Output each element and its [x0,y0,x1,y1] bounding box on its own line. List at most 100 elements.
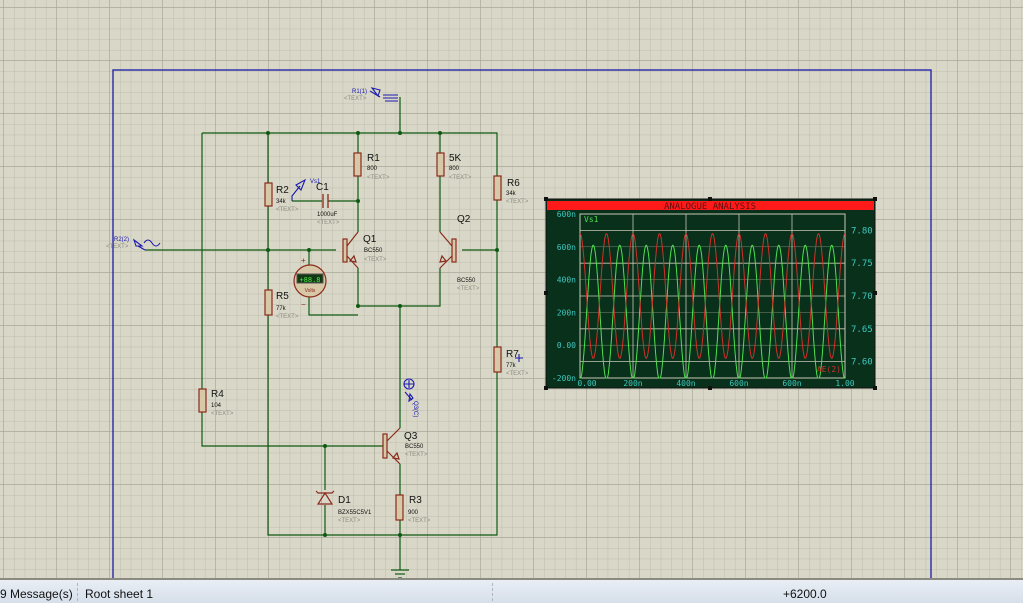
r2-text: <TEXT> [276,207,299,213]
d1-ref: D1 [338,495,351,506]
graph-handles[interactable] [544,197,877,390]
c1-text: <TEXT> [317,220,340,226]
resistor-r3[interactable] [395,494,404,521]
generator-icon [132,238,161,251]
q2-text: <TEXT> [457,286,480,292]
vs1-label: Vs1 [310,179,321,185]
x-tick-label: 600n [782,379,801,388]
analogue-analysis-graph[interactable]: ANALOGUE ANALYSIS 7.807.757.707.657.6060… [544,197,877,390]
q1-value: BC550 [364,248,383,254]
r6-value: 34k [506,191,517,197]
left-tick-label: 400n [557,276,576,285]
transistor-q2[interactable] [439,231,457,269]
r4-text: <TEXT> [211,411,234,417]
status-divider [492,583,493,601]
schematic-canvas[interactable]: +88.8 Volts + − R1 R2 R3 R4 R5 R6 R7 5K … [0,0,1023,578]
resistor-r5[interactable] [264,289,273,316]
current-sheet: Root sheet 1 [85,587,154,601]
r7-text: <TEXT> [506,371,529,377]
series-line-ae2 [579,233,846,359]
cursor-cross-icon [515,354,523,362]
r2-ref: R2 [276,185,289,196]
x-tick-label: 400n [676,379,695,388]
r3-ref: R3 [409,495,422,506]
left-tick-label: 200n [557,308,576,317]
r7-ref: R7 [506,349,519,360]
junctions [266,131,499,537]
capacitor-c1[interactable] [322,194,329,208]
resistor-r4[interactable] [198,388,207,413]
resistor-r6[interactable] [493,175,502,201]
left-tick-label: 600n [557,210,576,219]
x-tick-label: 600n [729,379,748,388]
graph-title-bar [547,201,874,210]
d1-value: BZX55C5V1 [338,510,372,516]
r4-ref: R4 [211,389,224,400]
voltmeter-unit: Volts [305,288,316,294]
q1-text: <TEXT> [364,257,387,263]
r1-value: 800 [367,166,378,172]
r2-2-text: <TEXT> [106,244,129,250]
x-tick-label: 0.00 [577,379,596,388]
r1-1-text: <TEXT> [344,96,367,102]
right-tick-label: 7.80 [851,226,873,236]
q1-ref: Q1 [363,234,377,245]
r6-ref: R6 [507,178,520,189]
r1-1-label: R1(1) [352,89,367,95]
ground-icon [391,569,409,578]
r5-ref: R5 [276,291,289,302]
5k-text: <TEXT> [449,175,472,181]
r1-text: <TEXT> [367,175,390,181]
right-tick-label: 7.75 [851,259,873,269]
graph-background [545,198,876,389]
r2-value: 34k [276,199,287,205]
coordinate-readout: +6200.0 [783,587,827,601]
r3-value: 900 [408,510,419,516]
resistor-5k[interactable] [436,152,445,177]
q3-value: BC550 [405,444,424,450]
r5-value: 77k [276,306,287,312]
r1-ref: R1 [367,153,380,164]
probes[interactable] [132,87,523,403]
r4-value: 104 [211,403,222,409]
right-tick-label: 7.65 [851,325,873,335]
q3c-label: Q3(C) [412,401,418,417]
probe-r1-1-icon [369,87,398,102]
zener-diode-d1[interactable] [315,490,335,505]
legend-0: Vs1 [584,215,599,224]
status-bar: 9 Message(s) Root sheet 1 +6200.0 [0,578,1023,603]
r6-text: <TEXT> [506,199,529,205]
left-tick-label: -200n [552,374,576,383]
resistor-r1[interactable] [353,152,362,177]
d1-text: <TEXT> [338,518,361,524]
graph-title: ANALOGUE ANALYSIS [664,202,756,212]
voltage-probe-icon [291,178,307,201]
c1-ref: C1 [316,182,329,193]
status-divider [77,583,78,601]
x-tick-label: 1.00 [835,379,854,388]
5k-value: 800 [449,166,460,172]
voltmeter-plus: + [301,256,306,265]
5k-ref: 5K [449,153,462,164]
series-line-vs1 [580,244,845,379]
sheet-border [112,69,932,578]
r5-text: <TEXT> [276,314,299,320]
q2-value: BC550 [457,278,476,284]
r2-2-label: R2(2) [114,237,129,243]
q3-text: <TEXT> [405,452,428,458]
transistor-q3[interactable] [382,427,401,465]
r7-value: 77k [506,363,517,369]
r3-text: <TEXT> [408,518,431,524]
voltmeter-display: +88.8 [299,276,320,284]
transistor-q1[interactable] [342,231,359,269]
voltmeter[interactable]: +88.8 Volts + − [293,256,327,309]
plot-area: 7.807.757.707.657.60600n600n400n200n0.00… [552,210,873,388]
right-tick-label: 7.60 [851,358,873,368]
resistor-r2[interactable] [264,182,273,207]
resistor-r7[interactable] [493,346,502,373]
wires [145,97,498,570]
left-tick-label: 600n [557,243,576,252]
messages-count[interactable]: 9 Message(s) [0,587,73,601]
left-tick-label: 0.00 [557,341,576,350]
q3-ref: Q3 [404,431,418,442]
